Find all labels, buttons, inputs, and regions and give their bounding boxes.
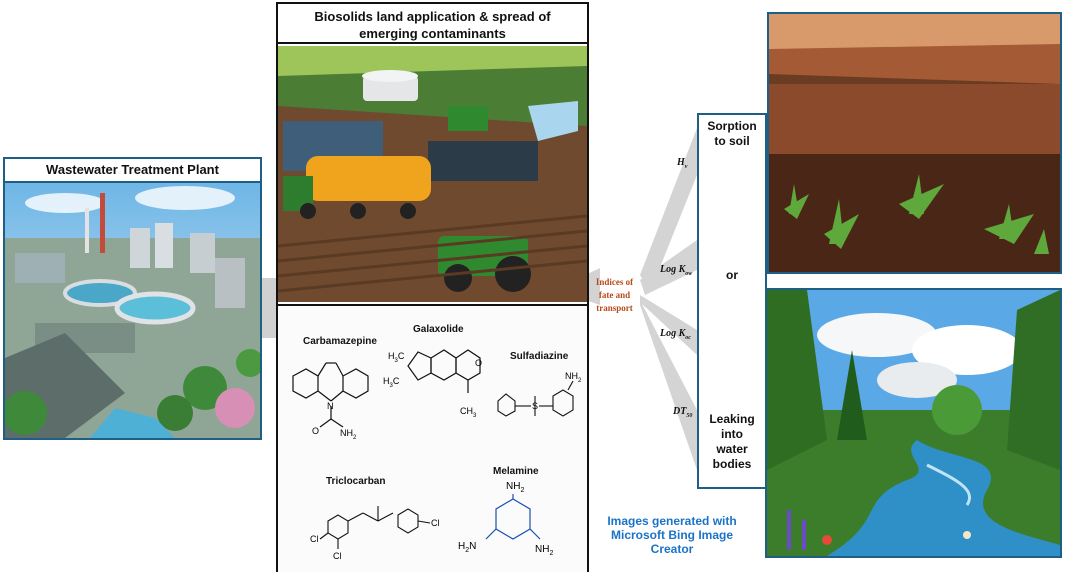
index-log-kow: Log Kow — [660, 264, 693, 277]
sulfadiazine-s: S — [532, 401, 539, 411]
triclocarban-cl-1: Cl — [310, 534, 319, 544]
sulfadiazine-structure — [497, 380, 574, 417]
melamine-nh2-right: NH2 — [535, 544, 554, 557]
index-log-koc: Log Koc — [660, 328, 691, 341]
triclocarban-structure — [319, 506, 431, 549]
galaxolide-h3c-1: H3C — [388, 351, 405, 364]
chemical-structures-panel: Carbamazepine N O NH2 Galaxolide O H3C — [278, 304, 587, 572]
water-bodies-image — [765, 288, 1062, 558]
triclocarban-label: Triclocarban — [326, 476, 386, 487]
or-label: or — [726, 268, 738, 282]
carbamazepine-nh2: NH2 — [340, 428, 357, 441]
sulfadiazine-label: Sulfadiazine — [510, 351, 569, 362]
galaxolide-o: O — [475, 358, 483, 368]
wwtp-panel: Wastewater Treatment Plant — [3, 157, 262, 440]
carbamazepine-structure — [292, 362, 369, 428]
wwtp-image — [5, 183, 260, 438]
triclocarban-cl-2: Cl — [333, 551, 342, 561]
melamine-label: Melamine — [493, 466, 539, 477]
melamine-structure — [485, 494, 541, 540]
soil-image — [767, 12, 1062, 274]
indices-box: Indices of fate and transport — [595, 277, 634, 313]
biosolids-title: Biosolids land application & spread of e… — [278, 4, 587, 44]
carbamazepine-label: Carbamazepine — [303, 336, 377, 347]
galaxolide-h3c-2: H3C — [383, 376, 400, 389]
carbamazepine-n: N — [327, 401, 334, 411]
biosolids-panel: Biosolids land application & spread of e… — [276, 2, 589, 572]
carbamazepine-o: O — [312, 426, 320, 436]
sulfadiazine-nh2: NH2 — [565, 371, 582, 384]
galaxolide-ch3: CH3 — [460, 406, 477, 419]
galaxolide-label: Galaxolide — [413, 324, 464, 335]
melamine-nh2-top: NH2 — [506, 481, 525, 494]
image-credit: Images generated with Microsoft Bing Ima… — [607, 514, 737, 556]
triclocarban-cl-3: Cl — [431, 518, 440, 528]
index-dt50: DT50 — [673, 406, 693, 419]
sorption-label: Sorption to soil — [707, 119, 757, 148]
index-hv: Hv — [677, 157, 688, 170]
leaking-label: Leaking into water bodies — [709, 412, 755, 471]
biosolids-image — [278, 46, 587, 302]
wwtp-title: Wastewater Treatment Plant — [5, 159, 260, 183]
melamine-h2n-left: H2N — [458, 541, 477, 554]
outcome-box: Sorption to soil or Leaking into water b… — [697, 113, 767, 489]
galaxolide-structure — [407, 349, 481, 393]
